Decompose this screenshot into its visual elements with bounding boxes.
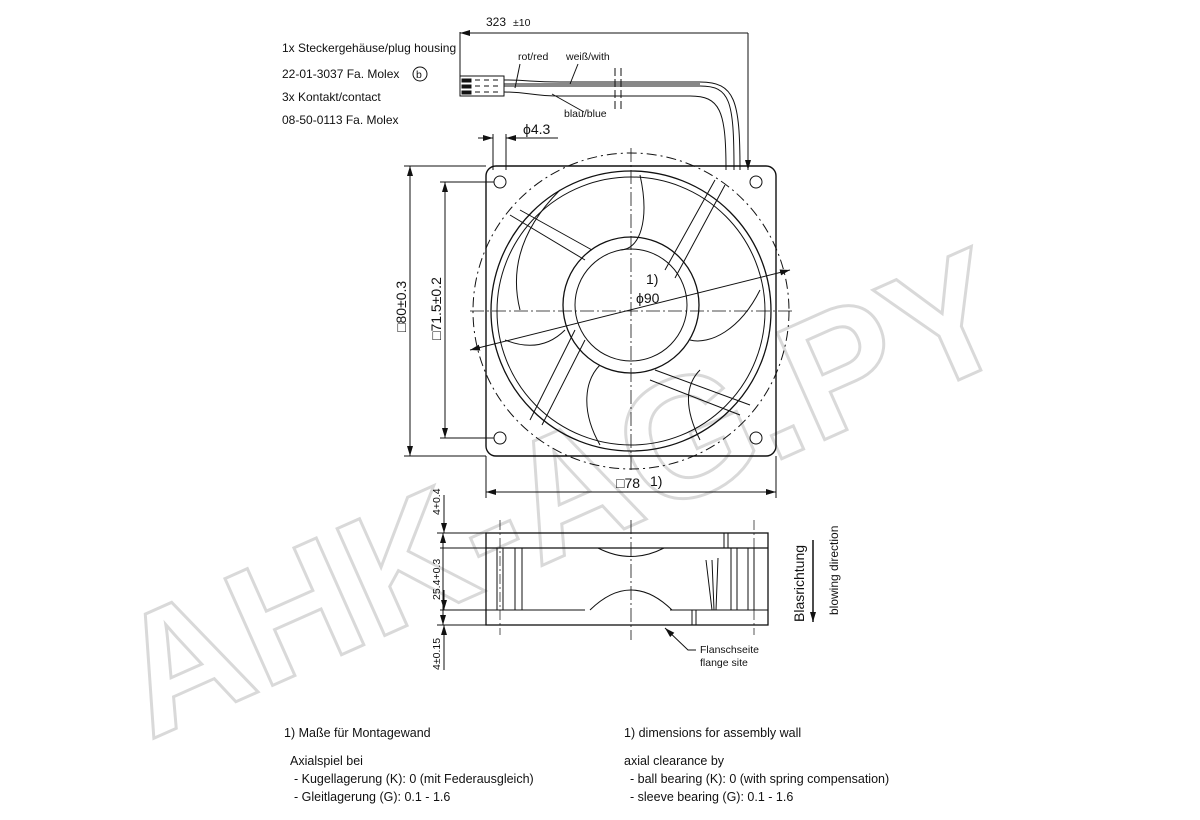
wall-note-label: 1)	[650, 473, 662, 489]
connector-spec: 1x Steckergehäuse/plug housing 22-01-303…	[282, 41, 456, 127]
cable	[459, 30, 752, 171]
flange-label-de: Flanschseite	[700, 644, 759, 656]
direction-label-en: blowing direction	[827, 526, 841, 615]
flange-label-en: flange site	[700, 657, 748, 669]
hole-diameter-label: ϕ4.3	[523, 121, 551, 137]
direction-label-de: Blasrichtung	[791, 545, 807, 622]
note-item: - Gleitlagerung (G): 0.1 - 1.6	[294, 790, 451, 804]
circle-note-label: 1)	[646, 271, 658, 287]
wall-size-label: □78	[616, 475, 640, 491]
fan-side-view	[437, 495, 816, 670]
wire-blue-label: blau/blue	[564, 108, 607, 120]
connector-line: 3x Kontakt/contact	[282, 90, 381, 104]
watermark: AHK-AG.PY	[88, 212, 1037, 774]
fan-front-view	[469, 148, 795, 470]
circle-diameter-label: ϕ90	[636, 290, 660, 306]
note-subtitle: Axialspiel bei	[290, 754, 363, 768]
note-title: 1) dimensions for assembly wall	[624, 726, 802, 740]
cable-length-tolerance: ±10	[513, 17, 531, 29]
flange-top-label: 4+0.4	[431, 488, 443, 515]
wire-red-label: rot/red	[518, 51, 549, 63]
connector-line: 1x Steckergehäuse/plug housing	[282, 41, 456, 55]
note-item: - sleeve bearing (G): 0.1 - 1.6	[630, 790, 794, 804]
cable-length: 323	[486, 15, 506, 29]
hole-spacing-label: □71.5±0.2	[428, 277, 444, 340]
connector-line: 22-01-3037 Fa. Molex	[282, 67, 399, 81]
connector-badge: b	[416, 69, 422, 81]
flange-bottom-label: 4±0.15	[431, 638, 443, 670]
outer-size-label: □80±0.3	[393, 281, 409, 332]
notes-german: 1) Maße für Montagewand Axialspiel bei -…	[284, 724, 534, 806]
badge-circle	[412, 66, 428, 82]
height-label: 25.4+0.3	[431, 559, 443, 600]
wire-white-label: weiß/with	[565, 51, 610, 63]
note-item: - Kugellagerung (K): 0 (mit Federausglei…	[294, 772, 534, 786]
note-item: - ball bearing (K): 0 (with spring compe…	[630, 772, 890, 786]
note-title: 1) Maße für Montagewand	[284, 726, 431, 740]
note-subtitle: axial clearance by	[624, 754, 725, 768]
front-dimensions	[404, 165, 777, 498]
notes-english: 1) dimensions for assembly wall axial cl…	[624, 724, 889, 806]
hole-dimension	[478, 134, 558, 170]
connector-line: 08-50-0113 Fa. Molex	[282, 113, 399, 127]
